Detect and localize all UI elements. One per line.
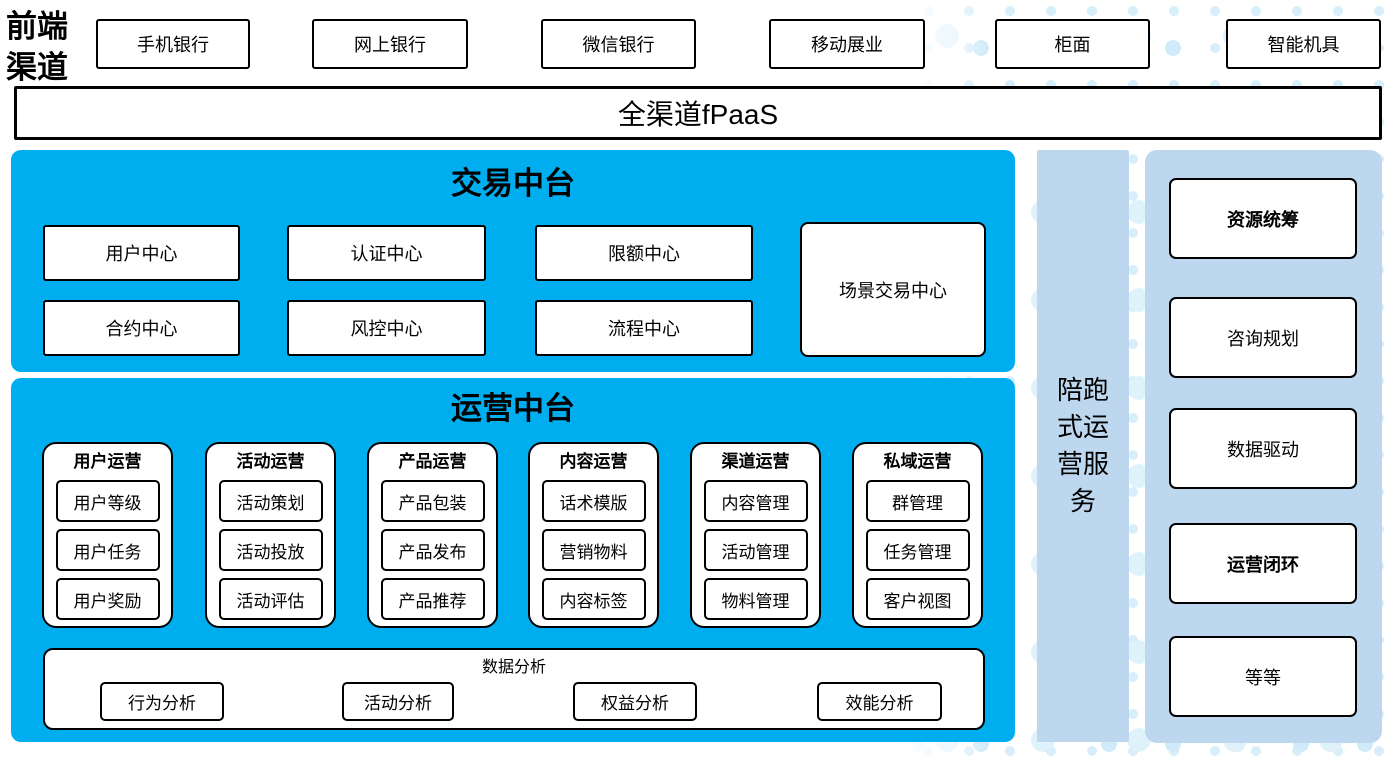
scene-transaction-center-box: 场景交易中心 <box>800 222 986 357</box>
center-box: 认证中心 <box>287 225 486 281</box>
operation-platform-section: 运营中台 用户运营 用户等级 用户任务 用户奖励 活动运营 活动策划 活动投放 … <box>11 378 1015 742</box>
operation-column-header: 活动运营 <box>236 452 305 471</box>
service-box: 资源统筹 <box>1169 178 1357 259</box>
channel-box: 手机银行 <box>96 19 250 69</box>
operation-item: 活动投放 <box>218 529 323 571</box>
center-box: 流程中心 <box>535 300 753 356</box>
center-box: 限额中心 <box>535 225 753 281</box>
operation-item: 物料管理 <box>703 578 808 620</box>
operation-item: 用户奖励 <box>55 578 160 620</box>
operation-platform-title: 运营中台 <box>451 391 575 426</box>
channel-box: 智能机具 <box>1226 19 1381 69</box>
operation-item: 内容管理 <box>703 480 808 522</box>
operation-item: 营销物料 <box>541 529 646 571</box>
operation-column-header: 私域运营 <box>883 452 952 471</box>
channel-box: 移动展业 <box>769 19 925 69</box>
service-box: 数据驱动 <box>1169 408 1357 489</box>
operation-column-header: 产品运营 <box>398 452 467 471</box>
transaction-platform-title: 交易中台 <box>451 166 575 201</box>
channel-box: 微信银行 <box>541 19 696 69</box>
service-box: 等等 <box>1169 636 1357 717</box>
channel-box: 柜面 <box>995 19 1150 69</box>
operation-item: 活动评估 <box>218 578 323 620</box>
data-analysis-bar: 数据分析 行为分析 活动分析 权益分析 效能分析 <box>43 648 985 730</box>
operation-column: 渠道运营 内容管理 活动管理 物料管理 <box>690 442 821 628</box>
center-box: 风控中心 <box>287 300 486 356</box>
channel-box: 网上银行 <box>312 19 468 69</box>
transaction-platform-section: 交易中台 用户中心 认证中心 限额中心 合约中心 风控中心 流程中心 场景交易中… <box>11 150 1015 372</box>
center-box: 合约中心 <box>43 300 240 356</box>
companion-service-label: 陪跑式运营服务 <box>1056 375 1109 516</box>
operation-column: 私域运营 群管理 任务管理 客户视图 <box>852 442 983 628</box>
operation-column-header: 内容运营 <box>559 452 628 471</box>
operation-item: 产品包装 <box>380 480 485 522</box>
service-box: 运营闭环 <box>1169 523 1357 604</box>
service-column: 资源统筹 咨询规划 数据驱动 运营闭环 等等 <box>1145 150 1382 743</box>
analysis-item: 权益分析 <box>573 682 697 721</box>
operation-item: 用户等级 <box>55 480 160 522</box>
analysis-item: 行为分析 <box>100 682 224 721</box>
operation-item: 客户视图 <box>865 578 970 620</box>
fpaas-bar: 全渠道fPaaS <box>14 86 1382 140</box>
operation-column: 内容运营 话术模版 营销物料 内容标签 <box>528 442 659 628</box>
operation-item: 任务管理 <box>865 529 970 571</box>
data-analysis-title: 数据分析 <box>481 659 546 676</box>
operation-column: 用户运营 用户等级 用户任务 用户奖励 <box>42 442 173 628</box>
operation-column-header: 用户运营 <box>73 452 142 471</box>
operation-item: 群管理 <box>865 480 970 522</box>
analysis-item: 活动分析 <box>342 682 454 721</box>
operation-item: 话术模版 <box>541 480 646 522</box>
front-channels-label: 前端渠道 <box>6 9 68 85</box>
operation-item: 活动管理 <box>703 529 808 571</box>
operation-item: 产品发布 <box>380 529 485 571</box>
companion-service-bar: 陪跑式运营服务 <box>1037 150 1129 742</box>
operation-column: 活动运营 活动策划 活动投放 活动评估 <box>205 442 336 628</box>
operation-item: 产品推荐 <box>380 578 485 620</box>
service-box: 咨询规划 <box>1169 297 1357 378</box>
operation-item: 活动策划 <box>218 480 323 522</box>
operation-column-header: 渠道运营 <box>721 452 790 471</box>
center-box: 用户中心 <box>43 225 240 281</box>
operation-item: 内容标签 <box>541 578 646 620</box>
operation-item: 用户任务 <box>55 529 160 571</box>
operation-column: 产品运营 产品包装 产品发布 产品推荐 <box>367 442 498 628</box>
analysis-item: 效能分析 <box>817 682 942 721</box>
